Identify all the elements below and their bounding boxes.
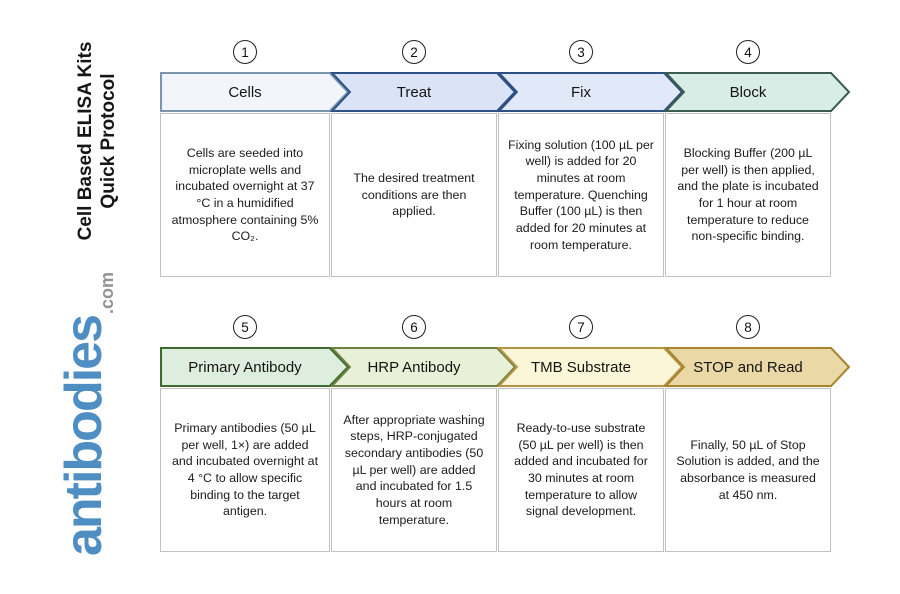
step-description-box: Finally, 50 µL of Stop Solution is added… xyxy=(665,388,831,552)
step-description-box: Primary antibodies (50 µL per well, 1×) … xyxy=(160,388,330,552)
step-number-badge: 6 xyxy=(402,315,426,339)
arrow-shape xyxy=(496,347,684,387)
page-title-line1: Cell Based ELISA Kits xyxy=(75,41,96,241)
step-arrow-banner xyxy=(329,72,517,112)
step-arrow-banner xyxy=(663,72,851,112)
logo-wordmark: antibodies xyxy=(55,315,113,557)
step-label: TMB Substrate xyxy=(530,358,632,376)
step-8-stop-and-read: 8 STOP and Read Finally, 50 µL of Stop S… xyxy=(663,315,851,552)
step-7-tmb-substrate: 7 TMB Substrate Ready-to-use substrate (… xyxy=(496,315,684,552)
step-arrow-banner xyxy=(160,72,350,112)
page-title: Cell Based ELISA Kits Quick Protocol xyxy=(74,42,120,241)
step-arrow-banner xyxy=(329,347,517,387)
step-description: Ready-to-use substrate (50 µL per well) … xyxy=(514,421,648,519)
arrow-shape xyxy=(329,347,517,387)
step-description-box: After appropriate washing steps, HRP-con… xyxy=(331,388,497,552)
step-label: Fix xyxy=(571,83,591,101)
step-label: Cells xyxy=(228,83,262,101)
step-label: HRP Antibody xyxy=(367,358,461,376)
step-number-badge: 3 xyxy=(569,40,593,64)
step-6-hrp-antibody: 6 HRP Antibody After appropriate washing… xyxy=(329,315,517,552)
step-5-primary-antibody: 5 Primary Antibody Primary antibodies (5… xyxy=(160,315,350,552)
step-3-fix: 3 Fix Fixing solution (100 µL per well) … xyxy=(496,40,684,277)
step-arrow-banner xyxy=(496,347,684,387)
step-number-badge: 8 xyxy=(736,315,760,339)
step-description: Blocking Buffer (200 µL per well) is the… xyxy=(677,146,819,244)
step-arrow-banner xyxy=(663,347,851,387)
step-arrow-banner xyxy=(496,72,684,112)
step-label: Primary Antibody xyxy=(188,358,302,376)
step-description-box: Ready-to-use substrate (50 µL per well) … xyxy=(498,388,664,552)
arrow-shape xyxy=(160,72,350,112)
step-description: Finally, 50 µL of Stop Solution is added… xyxy=(676,437,820,502)
step-label: Treat xyxy=(396,83,432,101)
step-description: Fixing solution (100 µL per well) is add… xyxy=(508,137,654,252)
step-number-badge: 7 xyxy=(569,315,593,339)
step-2-treat: 2 Treat The desired treatment conditions… xyxy=(329,40,517,277)
step-description: After appropriate washing steps, HRP-con… xyxy=(343,412,485,527)
step-description-box: Fixing solution (100 µL per well) is add… xyxy=(498,113,664,277)
step-label: STOP and Read xyxy=(693,358,803,376)
step-number-badge: 4 xyxy=(736,40,760,64)
step-description-box: The desired treatment conditions are the… xyxy=(331,113,497,277)
logo-domain-suffix: .com xyxy=(97,271,117,314)
step-4-block: 4 Block Blocking Buffer (200 µL per well… xyxy=(663,40,851,277)
step-description-box: Blocking Buffer (200 µL per well) is the… xyxy=(665,113,831,277)
arrow-shape xyxy=(663,72,851,112)
step-label: Block xyxy=(729,83,767,101)
arrow-shape xyxy=(329,72,517,112)
step-arrow-banner xyxy=(160,347,350,387)
arrow-shape xyxy=(496,72,684,112)
step-number-badge: 1 xyxy=(233,40,257,64)
page-title-line2: Quick Protocol xyxy=(98,73,119,209)
step-description: The desired treatment conditions are the… xyxy=(353,171,475,219)
step-description-box: Cells are seeded into microplate wells a… xyxy=(160,113,330,277)
step-number-badge: 5 xyxy=(233,315,257,339)
step-1-cells: 1 Cells Cells are seeded into microplate… xyxy=(160,40,350,277)
step-description: Cells are seeded into microplate wells a… xyxy=(171,146,319,244)
arrow-shape xyxy=(160,347,350,387)
arrow-shape xyxy=(663,347,851,387)
step-description: Primary antibodies (50 µL per well, 1×) … xyxy=(171,421,319,519)
step-number-badge: 2 xyxy=(402,40,426,64)
antibodies-logo: antibodies .com xyxy=(54,272,117,557)
